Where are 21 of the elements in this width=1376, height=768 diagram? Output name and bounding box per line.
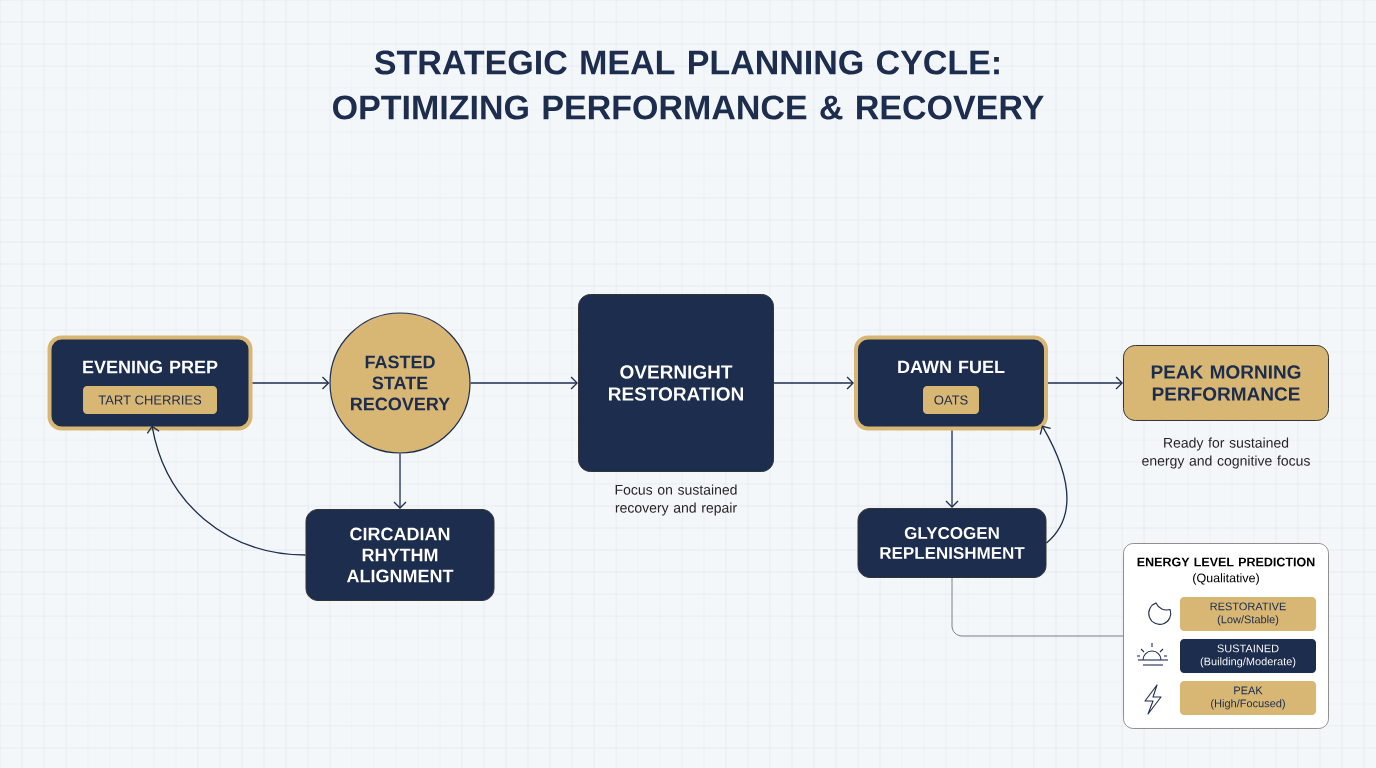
legend-label: PEAK (High/Focused) [1211, 686, 1285, 710]
arrow [945, 429, 959, 508]
ingredient-tag: OATS [923, 386, 979, 414]
process-box: GLYCOGEN REPLENISHMENT [857, 508, 1047, 578]
process-box: CIRCADIAN RHYTHM ALIGNMENT [305, 509, 495, 601]
process-box: OVERNIGHT RESTORATION [578, 294, 774, 472]
legend-label: SUSTAINED (Building/Moderate) [1200, 644, 1296, 668]
arrow [146, 425, 307, 556]
arrow [773, 376, 854, 390]
arrow [1047, 376, 1123, 390]
arrow [469, 376, 578, 390]
arrow [393, 452, 407, 509]
title: STRATEGIC MEAL PLANNING CYCLE: OPTIMIZING PERFORMANCE & RECOVERY [333, 50, 1044, 120]
legend-label: RESTORATIVE (Low/Stable) [1210, 602, 1286, 626]
arrow [1039, 425, 1068, 544]
arrow [251, 376, 330, 390]
connector-line [951, 577, 1124, 637]
node-label: Ready for sustained energy and cognitive focus [1142, 437, 1310, 469]
ingredient-tag: TART CHERRIES [83, 386, 217, 414]
outcome-box: PEAK MORNING PERFORMANCE [1123, 345, 1329, 421]
node-label: Focus on sustained recovery and repair [615, 484, 737, 516]
